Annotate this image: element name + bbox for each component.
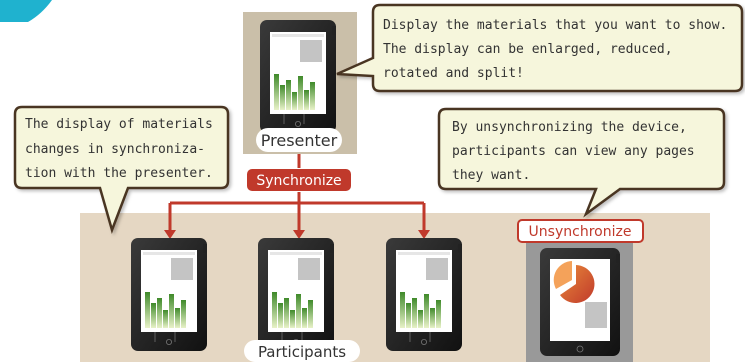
synchronize-badge <box>247 169 351 191</box>
sync-note-text: The display of materials changes in sync… <box>25 117 221 181</box>
tablet-icon <box>385 237 463 352</box>
presenter-label-pill <box>256 128 342 152</box>
tablet-icon <box>130 237 208 352</box>
header-accent <box>0 0 52 22</box>
speech-bubble-unsync <box>437 107 726 218</box>
pie-chart-icon <box>560 265 595 303</box>
speech-bubble-presenter <box>336 3 744 93</box>
presenter-label: Presenter <box>261 131 338 150</box>
unsynchronize-badge <box>517 219 644 243</box>
sync-connectors <box>164 154 430 239</box>
speech-bubble-sync <box>13 105 230 234</box>
participants-label: Participants <box>258 343 346 361</box>
participants-label-pill <box>244 340 360 362</box>
tablet-icon <box>259 19 337 134</box>
unsync-note-text: By unsynchronizing the device, participa… <box>452 120 702 183</box>
presenter-note-text: Display the materials that you want to s… <box>383 18 735 81</box>
tablet-icon <box>257 237 335 352</box>
tablet-icon <box>540 248 620 356</box>
synchronize-label: Synchronize <box>256 173 341 189</box>
unsynchronize-label: Unsynchronize <box>529 224 632 240</box>
